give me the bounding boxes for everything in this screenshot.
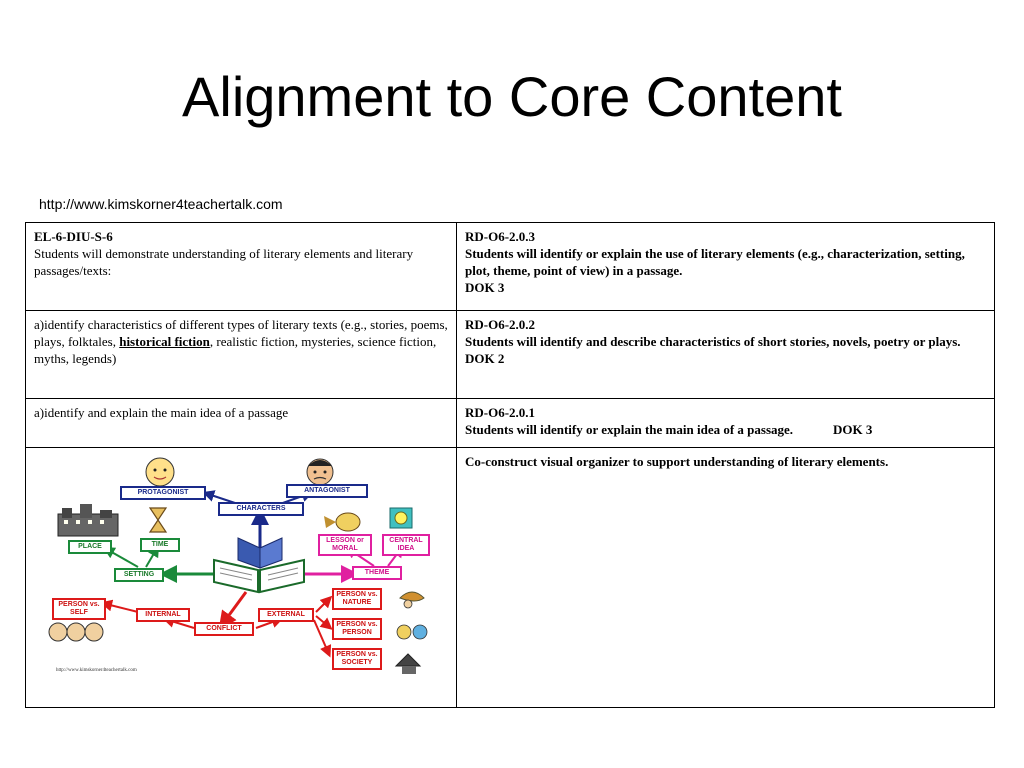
- person-vs-nature-icon: [399, 591, 425, 609]
- person-vs-self-faces-icon: [48, 622, 104, 642]
- conflict-node: CONFLICT: [194, 622, 254, 636]
- organizer-arrows: [48, 457, 428, 674]
- antagonist-face-icon: [306, 458, 334, 486]
- literary-elements-organizer: PROTAGONIST ANTAGONIST CHARACTERS PLACE …: [28, 452, 448, 692]
- protagonist-node: PROTAGONIST: [120, 486, 206, 500]
- person-vs-person-icon: [396, 624, 428, 640]
- central-idea-node: CENTRAL IDEA: [382, 534, 430, 556]
- table-cell: PROTAGONIST ANTAGONIST CHARACTERS PLACE …: [25, 447, 457, 708]
- table-cell: RD-O6-2.0.1 Students will identify or ex…: [456, 398, 995, 448]
- table-cell: Co-construct visual organizer to support…: [456, 447, 995, 708]
- external-node: EXTERNAL: [258, 608, 314, 622]
- table-cell: RD-O6-2.0.3 Students will identify or ex…: [456, 222, 995, 311]
- standard-text: Students will demonstrate understanding …: [34, 246, 414, 278]
- place-node: PLACE: [68, 540, 112, 554]
- table-cell: a)identify characteristics of different …: [25, 310, 457, 399]
- standard-text: , realistic fiction, mysteries, science …: [34, 334, 437, 366]
- book-icon: [213, 537, 305, 594]
- core-content-code: RD-O6-2.0.2: [465, 317, 536, 332]
- slide-title: Alignment to Core Content: [182, 65, 842, 128]
- table-cell: EL-6-DIU-S-6 Students will demonstrate u…: [25, 222, 457, 311]
- dok-level: DOK 3: [833, 422, 873, 437]
- protagonist-face-icon: [145, 457, 175, 487]
- organizer-source-url: http://www.kimskorner4teachertalk.com: [56, 668, 137, 673]
- core-content-text: Students will identify or explain the ma…: [465, 422, 794, 437]
- core-content-code: RD-O6-2.0.3: [465, 229, 536, 244]
- person-vs-person-node: PERSON vs. PERSON: [332, 618, 382, 640]
- setting-node: SETTING: [114, 568, 164, 582]
- antagonist-node: ANTAGONIST: [286, 484, 368, 498]
- lesson-node: LESSON or MORAL: [318, 534, 372, 556]
- underlined-term: historical fiction: [119, 334, 210, 349]
- table-cell: a)identify and explain the main idea of …: [25, 398, 457, 448]
- core-content-text: Students will identify or explain the us…: [465, 246, 965, 278]
- person-vs-society-node: PERSON vs. SOCIETY: [332, 648, 382, 670]
- core-content-code: RD-O6-2.0.1: [465, 405, 536, 420]
- table-row: EL-6-DIU-S-6 Students will demonstrate u…: [25, 222, 995, 311]
- characters-node: CHARACTERS: [218, 502, 304, 516]
- standard-code: EL-6-DIU-S-6: [34, 229, 113, 244]
- core-content-text: Students will identify and describe char…: [465, 334, 961, 349]
- theme-node: THEME: [352, 566, 402, 580]
- standard-text: a)identify characteristics of different …: [34, 317, 448, 349]
- activity-text: Co-construct visual organizer to support…: [465, 454, 889, 469]
- person-vs-society-icon: [394, 653, 422, 674]
- dok-level: DOK 3: [465, 280, 505, 295]
- person-vs-nature-node: PERSON vs. NATURE: [332, 588, 382, 610]
- source-url: http://www.kimskorner4teachertalk.com: [39, 196, 283, 212]
- person-vs-self-node: PERSON vs. SELF: [52, 598, 106, 620]
- city-place-icon: [57, 504, 119, 537]
- standard-text: a)identify and explain the main idea of …: [34, 405, 289, 420]
- table-cell: RD-O6-2.0.2 Students will identify and d…: [456, 310, 995, 399]
- alignment-table: EL-6-DIU-S-6 Students will demonstrate u…: [25, 222, 995, 708]
- time-node: TIME: [140, 538, 180, 552]
- dok-level: DOK 2: [465, 351, 505, 366]
- lightbulb-icon: [389, 507, 413, 529]
- internal-node: INTERNAL: [136, 608, 190, 622]
- table-row: a)identify and explain the main idea of …: [25, 398, 995, 448]
- lesson-teacher-icon: [324, 512, 361, 532]
- table-row: PROTAGONIST ANTAGONIST CHARACTERS PLACE …: [25, 447, 995, 708]
- hourglass-icon: [148, 507, 168, 533]
- table-row: a)identify characteristics of different …: [25, 310, 995, 399]
